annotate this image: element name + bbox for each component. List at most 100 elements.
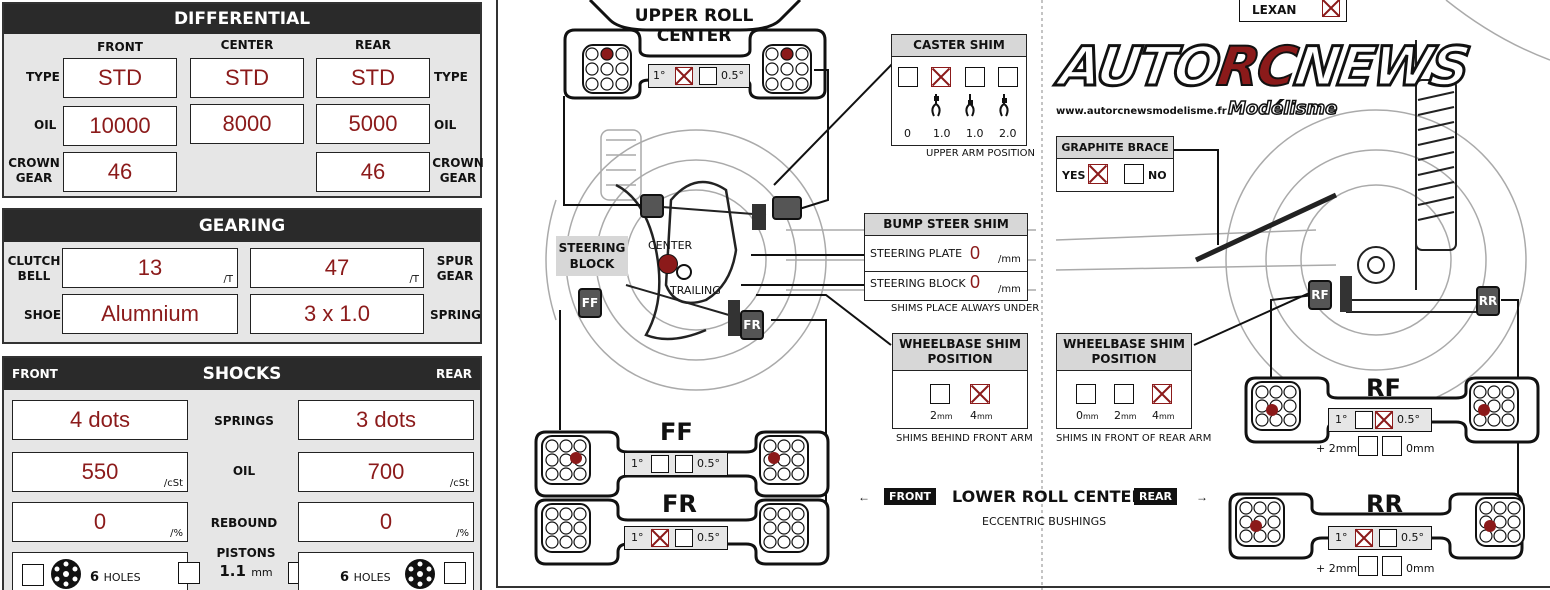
diff-center-type[interactable]: STD <box>190 58 304 98</box>
rr-0mm-checkbox[interactable] <box>1382 556 1402 576</box>
fr-1deg-checkbox[interactable] <box>651 529 669 547</box>
wheelbase-front-2mm-checkbox[interactable] <box>930 384 950 404</box>
steering-plate-block <box>752 204 766 230</box>
center-label: CENTER <box>648 239 693 252</box>
caster-value-2: 2.0 <box>999 127 1017 140</box>
ff-05deg-checkbox[interactable] <box>675 455 693 473</box>
front-rebound-field[interactable]: 0/% <box>12 502 188 542</box>
diff-row-type-r: TYPE <box>434 70 468 84</box>
chassis-line-art <box>545 0 1550 590</box>
caster-shim-0-checkbox[interactable] <box>898 67 918 87</box>
diff-rear-type[interactable]: STD <box>316 58 430 98</box>
caster-value-0: 0 <box>904 127 911 140</box>
caster-shim-1a-checkbox[interactable] <box>931 67 951 87</box>
rf-tag: RF <box>1308 280 1332 310</box>
front-piston-checkbox-left[interactable] <box>22 564 44 586</box>
rear-holes-label: 6 HOLES <box>340 570 391 585</box>
front-springs-field[interactable]: 4 dots <box>12 400 188 440</box>
caster-shim-title: CASTER SHIM <box>892 35 1026 57</box>
rear-rebound-field[interactable]: 0/% <box>298 502 474 542</box>
autorcnews-logo: AUTORCNEWS www.autorcnewsmodelisme.fr Mo… <box>1054 34 1474 120</box>
shocks-front-tag: FRONT <box>12 367 58 381</box>
wheelbase-rear-2mm-checkbox[interactable] <box>1114 384 1134 404</box>
lower-roll-center-title: LOWER ROLL CENTER <box>952 487 1144 506</box>
rr-1deg-checkbox[interactable] <box>1355 529 1373 547</box>
gear-spring-label: SPRING <box>430 308 482 322</box>
steering-block-value[interactable]: 0 <box>970 272 981 292</box>
wheelbase-rear-2: 2mm <box>1114 409 1137 422</box>
steering-block-shim-label: STEERING BLOCK <box>870 277 966 290</box>
piston-icon-rear <box>405 559 435 589</box>
fr-05deg-checkbox[interactable] <box>675 529 693 547</box>
graphite-no-label: NO <box>1148 169 1167 182</box>
diff-row-oil: OIL <box>34 118 57 132</box>
leader-lines <box>559 59 1519 560</box>
rr-plus2mm: + 2mm <box>1316 562 1358 575</box>
diff-front-oil[interactable]: 10000 <box>63 106 177 146</box>
rf-0mm-checkbox[interactable] <box>1382 436 1402 456</box>
front-oil-field[interactable]: 550/cSt <box>12 452 188 492</box>
ff-tag: FF <box>578 288 602 318</box>
caster-shim-box: CASTER SHIM <box>891 34 1027 146</box>
steering-plate-value[interactable]: 0 <box>970 243 981 263</box>
clutch-bell-field[interactable]: 13/T <box>62 248 238 288</box>
rear-piston-checkbox-right[interactable] <box>444 562 466 584</box>
upper-roll-selector: 1° 0.5° <box>648 64 750 88</box>
rf-title: RF <box>1366 374 1401 402</box>
piston-size: 1.1 mm <box>219 562 273 580</box>
wheelbase-front-4mm-checkbox[interactable] <box>970 384 990 404</box>
caster-shim-2-checkbox[interactable] <box>998 67 1018 87</box>
rear-oil-field[interactable]: 700/cSt <box>298 452 474 492</box>
wheelbase-rear-4mm-checkbox[interactable] <box>1152 384 1172 404</box>
rr-05deg-checkbox[interactable] <box>1379 529 1397 547</box>
front-piston-checkbox-right[interactable] <box>178 562 200 584</box>
upper-roll-bushing-right <box>762 44 812 94</box>
wheelbase-rear-0: 0mm <box>1076 409 1099 422</box>
upper-roll-1deg-checkbox[interactable] <box>675 67 693 85</box>
upper-roll-05deg-checkbox[interactable] <box>699 67 717 85</box>
caster-value-1b: 1.0 <box>966 127 984 140</box>
roll-center-bushings <box>534 376 1540 566</box>
wheelbase-front-4: 4mm <box>970 409 993 422</box>
diff-rear-crown[interactable]: 46 <box>316 152 430 192</box>
lexan-checkbox[interactable] <box>1322 0 1340 17</box>
diff-front-type[interactable]: STD <box>63 58 177 98</box>
rear-springs-field[interactable]: 3 dots <box>298 400 474 440</box>
gear-shoe-label: SHOE <box>24 308 62 322</box>
rf-plus2mm-checkbox[interactable] <box>1358 436 1378 456</box>
rf-1deg-checkbox[interactable] <box>1355 411 1373 429</box>
fr-selector: 1° 0.5° <box>624 526 728 550</box>
diff-rear-oil[interactable]: 5000 <box>316 104 430 144</box>
ff-1deg-checkbox[interactable] <box>651 455 669 473</box>
rr-plus2mm-checkbox[interactable] <box>1358 556 1378 576</box>
rr-selector: 1° 0.5° <box>1328 526 1432 550</box>
diff-col-front: FRONT <box>97 40 143 54</box>
diff-row-oil-r: OIL <box>434 118 457 132</box>
wheelbase-rear-note: SHIMS IN FRONT OF REAR ARM <box>1056 433 1212 444</box>
wheelbase-rear-0mm-checkbox[interactable] <box>1076 384 1096 404</box>
lexan-box: LEXAN <box>1239 0 1347 22</box>
differential-title: DIFFERENTIAL <box>4 4 480 34</box>
bump-steer-shim-box: BUMP STEER SHIM <box>864 213 1028 301</box>
rear-arm-block <box>1340 276 1352 312</box>
rf-0mm: 0mm <box>1406 442 1435 455</box>
diff-front-crown[interactable]: 46 <box>63 152 177 192</box>
rear-arrow-tag: REAR → <box>1134 488 1214 508</box>
diff-center-oil[interactable]: 8000 <box>190 104 304 144</box>
steering-plate-unit: /mm <box>998 254 1021 265</box>
bump-steer-note: SHIMS PLACE ALWAYS UNDER <box>891 303 1040 314</box>
spur-gear-field[interactable]: 47/T <box>250 248 424 288</box>
shoe-field[interactable]: Alumnium <box>62 294 238 334</box>
rr-0mm: 0mm <box>1406 562 1435 575</box>
spring-field[interactable]: 3 x 1.0 <box>250 294 424 334</box>
caster-shim-1b-checkbox[interactable] <box>965 67 985 87</box>
diff-col-center: CENTER <box>220 38 274 52</box>
graphite-no-checkbox[interactable] <box>1124 164 1144 184</box>
rf-05deg-checkbox[interactable] <box>1375 411 1393 429</box>
graphite-yes-checkbox[interactable] <box>1088 164 1108 184</box>
shocks-panel: SHOCKS FRONT REAR 4 dots SPRINGS 3 dots … <box>2 356 482 590</box>
upper-roll-bushing-left <box>582 44 632 94</box>
